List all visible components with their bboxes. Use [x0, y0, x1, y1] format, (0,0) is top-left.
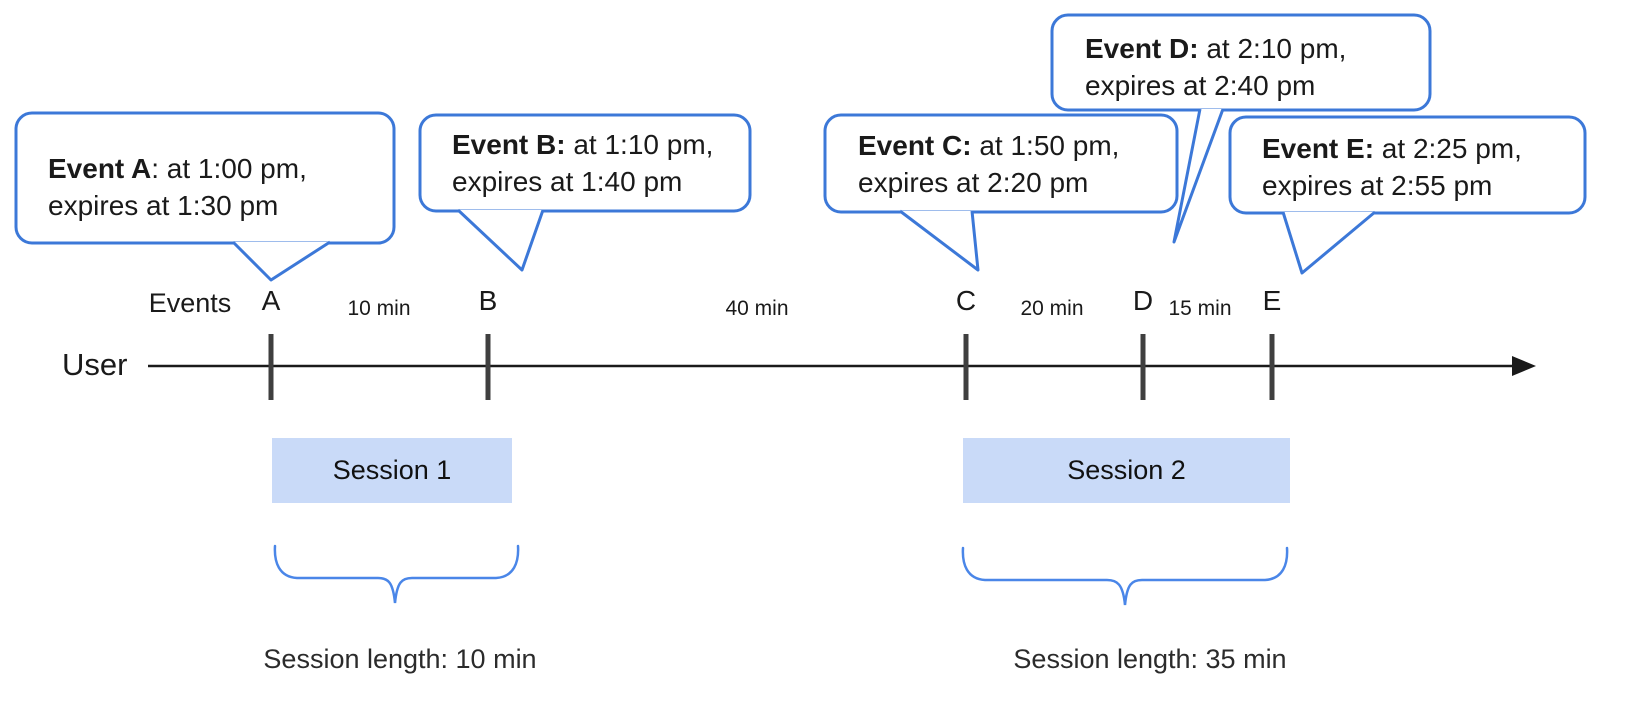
event-d-line2: expires at 2:40 pm [1085, 70, 1316, 101]
interval-a-b: 10 min [347, 297, 411, 320]
event-d-time: at 2:10 pm, [1198, 33, 1347, 64]
event-a-callout-bubble [14, 111, 396, 245]
interval-b-c: 40 min [725, 297, 789, 320]
event-c-time: at 1:50 pm, [971, 130, 1120, 161]
session-1-length-label: Session length: 10 min [263, 644, 537, 674]
event-letter-a: A [261, 285, 281, 316]
tick-event-e [1269, 334, 1275, 400]
event-e-callout-tail [1281, 210, 1376, 275]
session-1-brace [273, 544, 520, 604]
tick-event-a [268, 334, 274, 400]
event-b-callout-tail [456, 208, 545, 272]
events-row-label: Events [148, 288, 232, 318]
event-a-callout-text: Event A: at 1:00 pm, expires at 1:30 pm [48, 150, 307, 224]
session-2-label: Session 2 [1067, 455, 1186, 485]
event-e-callout-bubble [1228, 115, 1587, 215]
event-b-line1: Event B: at 1:10 pm, [452, 126, 713, 163]
event-d-callout-tail [1172, 108, 1225, 244]
event-c-line2: expires at 2:20 pm [858, 167, 1089, 198]
event-c-callout-tail [899, 209, 980, 272]
tick-event-b [485, 334, 491, 400]
session-1-bar [272, 438, 512, 503]
event-c-line1: Event C: at 1:50 pm, [858, 127, 1119, 164]
event-e-time: at 2:25 pm, [1374, 133, 1522, 164]
interval-d-e: 15 min [1168, 297, 1232, 320]
event-b-title: Event B: [452, 129, 566, 160]
event-a-title: Event A [48, 153, 152, 184]
event-a-line1: Event A: at 1:00 pm, [48, 150, 307, 187]
session-2-bar [963, 438, 1290, 503]
event-e-callout-text: Event E: at 2:25 pm, expires at 2:55 pm [1262, 130, 1522, 204]
event-letter-d: D [1132, 285, 1154, 316]
event-letter-c: C [955, 285, 977, 316]
event-letter-b: B [478, 285, 498, 316]
event-d-callout-bubble [1050, 13, 1432, 112]
event-a-time: : at 1:00 pm, [151, 153, 307, 184]
event-c-title: Event C: [858, 130, 972, 161]
event-c-callout-bubble [823, 113, 1179, 214]
event-e-line1: Event E: at 2:25 pm, [1262, 130, 1522, 167]
session-2-length-label: Session length: 35 min [1013, 644, 1287, 674]
session-2-brace [961, 546, 1289, 606]
event-b-callout-text: Event B: at 1:10 pm, expires at 1:40 pm [452, 126, 713, 200]
timeline-arrowhead-icon [1512, 356, 1536, 376]
session-1-label: Session 1 [332, 455, 452, 485]
event-d-callout-text: Event D: at 2:10 pm, expires at 2:40 pm [1085, 30, 1346, 104]
event-letter-e: E [1262, 285, 1282, 316]
event-b-line2: expires at 1:40 pm [452, 166, 683, 197]
user-axis-label: User [62, 347, 128, 382]
event-c-callout-text: Event C: at 1:50 pm, expires at 2:20 pm [858, 127, 1119, 201]
tick-event-d [1140, 334, 1146, 400]
event-d-line1: Event D: at 2:10 pm, [1085, 30, 1346, 67]
event-b-callout-bubble [418, 113, 752, 213]
event-d-title: Event D: [1085, 33, 1199, 64]
interval-c-d: 20 min [1020, 297, 1084, 320]
event-a-line2: expires at 1:30 pm [48, 190, 279, 221]
event-b-time: at 1:10 pm, [565, 129, 714, 160]
event-e-line2: expires at 2:55 pm [1262, 170, 1493, 201]
event-e-title: Event E: [1262, 133, 1375, 164]
tick-event-c [963, 334, 969, 400]
event-a-callout-tail [231, 240, 331, 282]
